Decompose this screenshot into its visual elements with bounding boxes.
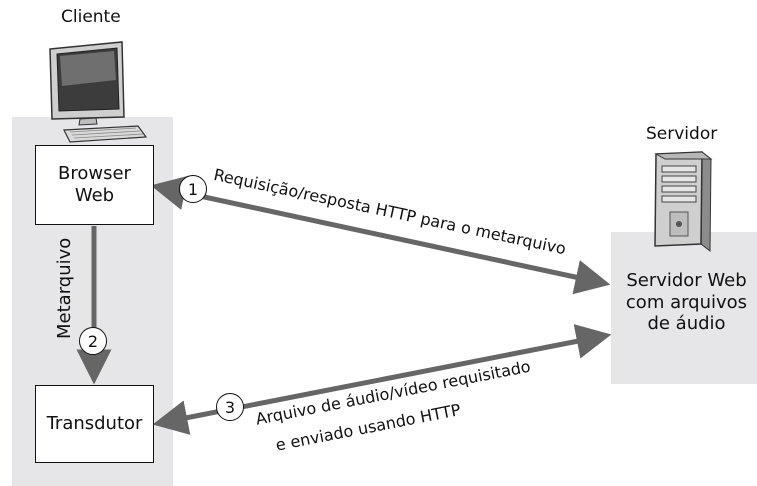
transductor-box: Transdutor (35, 385, 154, 463)
server-title: Servidor (646, 124, 718, 144)
browser-line-2: Web (74, 185, 115, 206)
browser-web-box: Browser Web (35, 145, 154, 225)
client-title: Cliente (61, 7, 121, 27)
step-3-circle: 3 (216, 393, 244, 421)
step-2-circle: 2 (79, 327, 107, 355)
server-line-3: de áudio (647, 313, 726, 335)
transductor-label: Transdutor (46, 413, 143, 435)
server-tower-icon (654, 150, 713, 253)
metarquivo-label: Metarquivo (54, 237, 75, 339)
server-label-block: Servidor Web com arquivos de áudio (616, 270, 757, 335)
server-panel (611, 232, 757, 384)
server-line-2: com arquivos (625, 291, 748, 313)
step-1-circle: 1 (179, 175, 207, 203)
arrow-1 (150, 175, 611, 295)
server-line-1: Servidor Web (626, 270, 747, 291)
browser-line-1: Browser (58, 163, 131, 185)
desktop-computer-icon (49, 41, 148, 143)
